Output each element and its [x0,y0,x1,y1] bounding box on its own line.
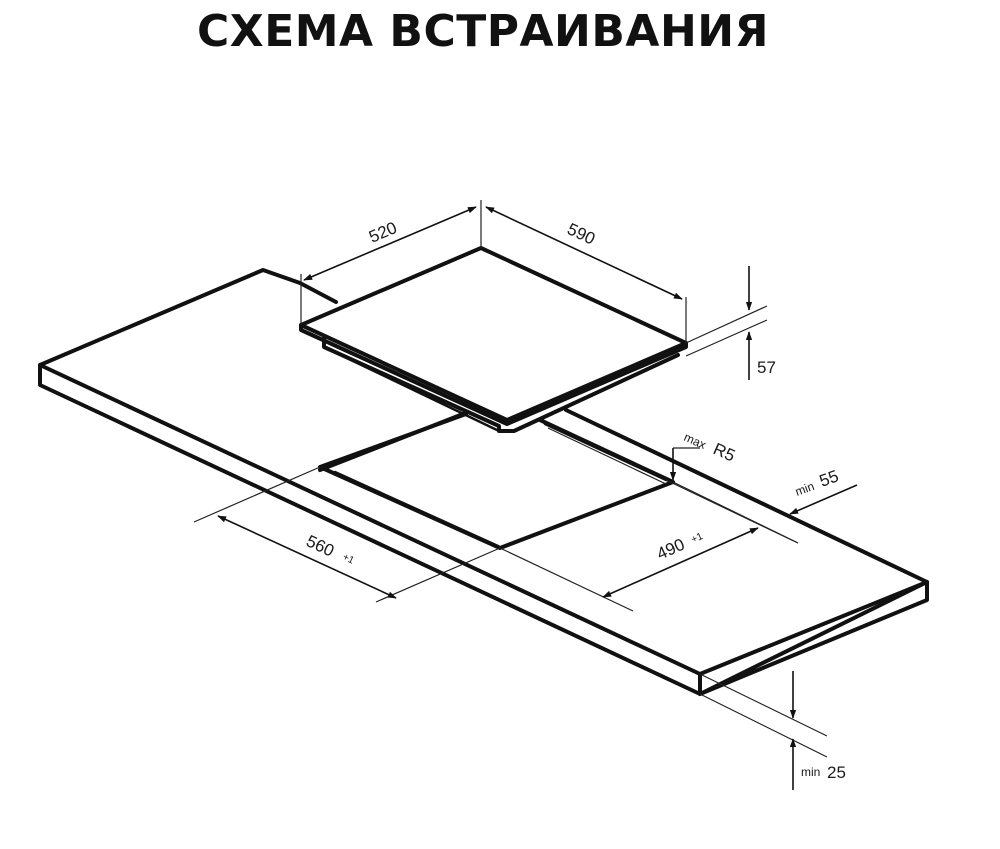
hob [299,246,688,433]
dimension-490-label: 490 [654,535,688,564]
dimension-57-label: 57 [757,358,776,377]
page-title: СХЕМА ВСТРАИВАНИЯ [196,6,769,57]
dimension-57: 57 [685,266,776,380]
dimension-590: 590 [485,206,687,343]
worktop [38,268,929,696]
dimension-590-label: 590 [564,219,598,248]
dimension-560-tolerance: +1 [341,552,356,567]
corner-radius-prefix: max [682,430,708,452]
rear-gap-label: 55 [817,466,841,490]
dimension-490-tolerance: +1 [690,531,705,546]
corner-radius-label: R5 [710,439,738,465]
dimension-corner-radius: max R5 [669,430,738,481]
dimension-520-label: 520 [366,218,400,247]
worktop-thickness-label: 25 [827,763,846,782]
worktop-thickness-prefix: min [801,765,820,779]
rear-gap-prefix: min [793,479,816,499]
dimension-worktop-thickness: min 25 [699,671,846,790]
dimension-560-label: 560 [303,531,337,560]
dimension-560: 560 +1 [193,466,501,603]
dimension-520: 520 [300,200,482,325]
